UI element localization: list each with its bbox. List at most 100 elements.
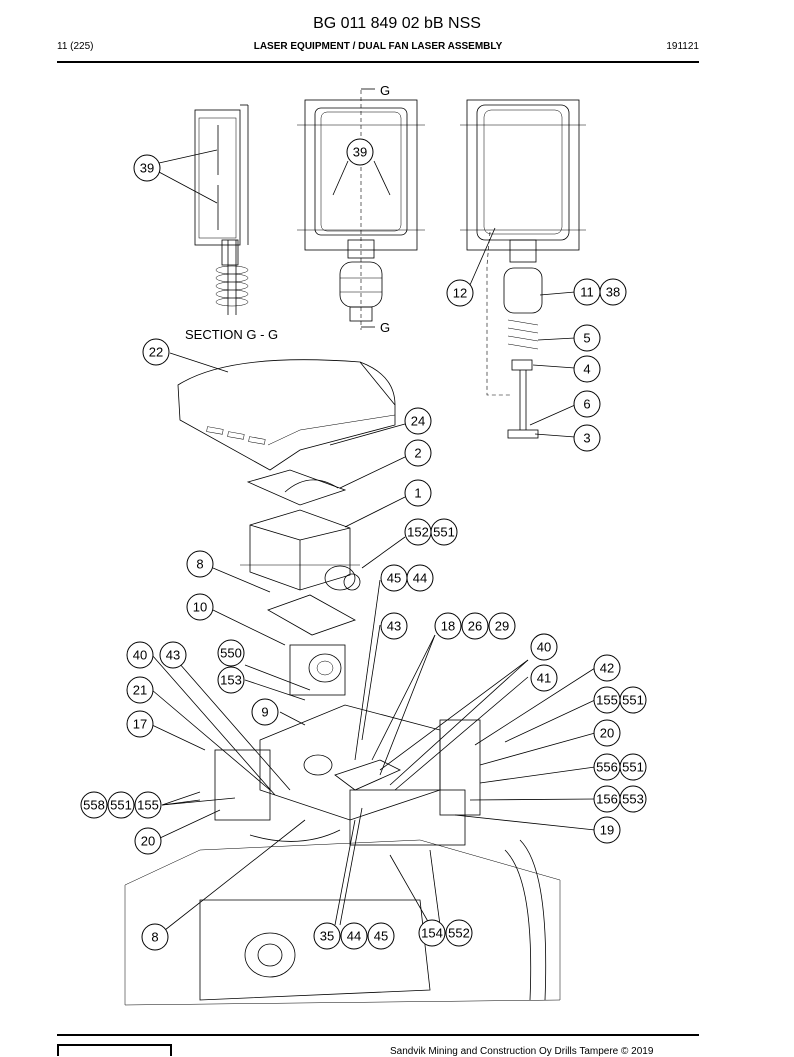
callout: 29 <box>488 612 516 640</box>
svg-text:550: 550 <box>220 646 242 661</box>
callout: 22 <box>142 338 170 366</box>
svg-text:45: 45 <box>387 571 401 586</box>
callout: 40 <box>126 641 154 669</box>
callout: 45 <box>380 564 408 592</box>
callout: 558 <box>80 791 108 819</box>
callout: 552 <box>445 919 473 947</box>
callout: 3 <box>573 424 601 452</box>
svg-text:39: 39 <box>140 161 154 176</box>
document-code: BG 011 849 02 bB NSS <box>313 15 481 32</box>
callout: 9 <box>251 698 279 726</box>
svg-text:154: 154 <box>421 926 443 941</box>
svg-text:153: 153 <box>220 673 242 688</box>
front-view <box>297 88 425 330</box>
svg-text:17: 17 <box>133 717 147 732</box>
callout: 39 <box>346 138 374 166</box>
svg-text:551: 551 <box>110 798 132 813</box>
footer-rule <box>57 1034 699 1036</box>
callout: 45 <box>367 922 395 950</box>
svg-text:43: 43 <box>387 619 401 634</box>
callout: 17 <box>126 710 154 738</box>
svg-text:20: 20 <box>600 726 614 741</box>
svg-text:558: 558 <box>83 798 105 813</box>
svg-text:44: 44 <box>413 571 427 586</box>
callout: 551 <box>430 518 458 546</box>
svg-text:42: 42 <box>600 661 614 676</box>
callout: 10 <box>186 593 214 621</box>
svg-text:26: 26 <box>468 619 482 634</box>
svg-text:41: 41 <box>537 671 551 686</box>
svg-text:156: 156 <box>596 792 618 807</box>
svg-text:3: 3 <box>583 431 590 446</box>
side-view <box>460 99 586 439</box>
svg-text:39: 39 <box>353 145 367 160</box>
callout: 35 <box>313 922 341 950</box>
exploded-assembly <box>124 352 596 1006</box>
svg-text:18: 18 <box>441 619 455 634</box>
callout: 4 <box>573 355 601 383</box>
svg-text:556: 556 <box>596 760 618 775</box>
callout: 2 <box>404 439 432 467</box>
callout: 43 <box>380 612 408 640</box>
svg-text:38: 38 <box>606 285 620 300</box>
svg-text:43: 43 <box>166 648 180 663</box>
svg-text:40: 40 <box>133 648 147 663</box>
svg-text:10: 10 <box>193 600 207 615</box>
svg-text:21: 21 <box>133 683 147 698</box>
callout: 40 <box>530 633 558 661</box>
callout: 551 <box>619 753 647 781</box>
svg-text:552: 552 <box>448 926 470 941</box>
svg-text:45: 45 <box>374 929 388 944</box>
callout: 18 <box>434 612 462 640</box>
svg-text:551: 551 <box>433 525 455 540</box>
svg-text:22: 22 <box>149 345 163 360</box>
svg-text:4: 4 <box>583 362 590 377</box>
svg-text:12: 12 <box>453 286 467 301</box>
callout: 44 <box>340 922 368 950</box>
svg-text:551: 551 <box>622 693 644 708</box>
header-rule <box>57 61 699 63</box>
svg-text:8: 8 <box>196 557 203 572</box>
callout: 8 <box>141 923 169 951</box>
section-mark-bottom: G <box>380 320 390 335</box>
svg-text:9: 9 <box>261 705 268 720</box>
callout: 1 <box>404 479 432 507</box>
svg-text:29: 29 <box>495 619 509 634</box>
svg-text:155: 155 <box>596 693 618 708</box>
callout: 20 <box>593 719 621 747</box>
svg-text:152: 152 <box>407 525 429 540</box>
callout: 20 <box>134 827 162 855</box>
section-gg-view <box>158 104 249 315</box>
callout: 41 <box>530 664 558 692</box>
callout: 42 <box>593 654 621 682</box>
callout: 153 <box>217 666 245 694</box>
company-logo <box>57 1044 172 1056</box>
callout: 39 <box>133 154 161 182</box>
callout: 154 <box>418 919 446 947</box>
svg-text:553: 553 <box>622 792 644 807</box>
svg-text:40: 40 <box>537 640 551 655</box>
svg-text:5: 5 <box>583 331 590 346</box>
callout: 38 <box>599 278 627 306</box>
svg-text:19: 19 <box>600 823 614 838</box>
svg-text:2: 2 <box>414 446 421 461</box>
callout: 26 <box>461 612 489 640</box>
callout: 553 <box>619 785 647 813</box>
section-label: SECTION G - G <box>185 327 278 342</box>
callout: 551 <box>107 791 135 819</box>
page-reference: 11 (225) <box>57 41 94 52</box>
callout: 21 <box>126 676 154 704</box>
svg-text:155: 155 <box>137 798 159 813</box>
svg-text:1: 1 <box>414 486 421 501</box>
callout: 5 <box>573 324 601 352</box>
callout: 556 <box>593 753 621 781</box>
callout: 8 <box>186 550 214 578</box>
callout: 43 <box>159 641 187 669</box>
footer-copyright: Sandvik Mining and Construction Oy Drill… <box>390 1046 654 1057</box>
callout: 19 <box>593 816 621 844</box>
svg-text:35: 35 <box>320 929 334 944</box>
callout: 24 <box>404 407 432 435</box>
callout: 156 <box>593 785 621 813</box>
callout: 155 <box>134 791 162 819</box>
